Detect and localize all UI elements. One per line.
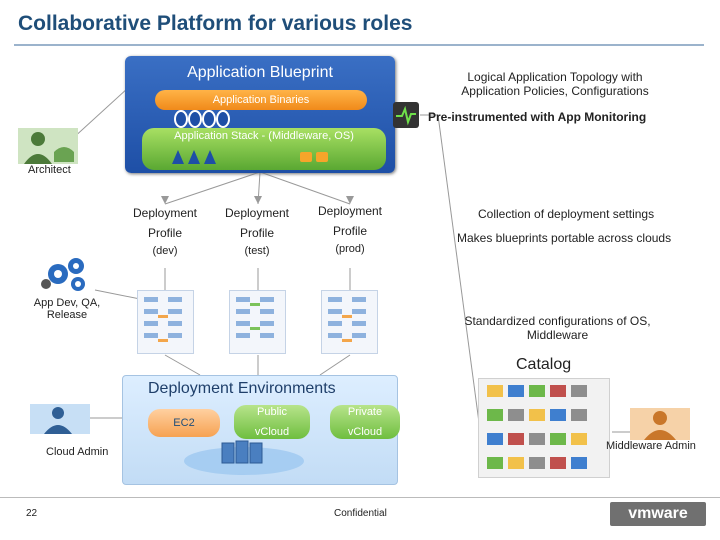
blueprint-title: Application Blueprint bbox=[187, 64, 333, 81]
portable-note: Makes blueprints portable across clouds bbox=[457, 231, 672, 245]
cloud-admin-avatar-icon bbox=[30, 404, 90, 434]
monitoring-icon bbox=[393, 102, 419, 128]
profile-test-line2: Profile bbox=[239, 226, 274, 240]
application-binaries-bar: Application Binaries bbox=[155, 90, 367, 110]
profile-test-env: (test) bbox=[244, 245, 270, 257]
profile-test-thumbnail bbox=[229, 290, 286, 354]
confidential-label: Confidential bbox=[334, 508, 387, 519]
profile-prod-line2: Profile bbox=[332, 224, 367, 238]
private-label: Private bbox=[347, 406, 383, 418]
environments-title: Deployment Environments bbox=[148, 380, 336, 397]
topology-note: Logical Application Topology with Applic… bbox=[461, 70, 649, 98]
profile-dev-thumbnail bbox=[137, 290, 194, 354]
catalog-label: Catalog bbox=[516, 356, 572, 373]
private-vcloud-label: vCloud bbox=[347, 426, 383, 438]
architect-label: Architect bbox=[28, 164, 71, 176]
appdev-label: App Dev, QA, Release bbox=[33, 297, 101, 321]
public-label: Public bbox=[257, 406, 287, 418]
standardized-note: Standardized configurations of OS, Middl… bbox=[464, 314, 651, 342]
profile-prod-thumbnail bbox=[321, 290, 378, 354]
ec2-pill: EC2 bbox=[148, 409, 220, 437]
private-vcloud-pill: Private vCloud bbox=[330, 405, 400, 439]
profile-dev-line1: Deployment bbox=[132, 206, 198, 220]
title-divider bbox=[14, 44, 704, 46]
collection-note: Collection of deployment settings bbox=[478, 207, 655, 221]
application-stack-label: Application Stack - (Middleware, OS) bbox=[174, 130, 354, 142]
public-vcloud-label: vCloud bbox=[254, 426, 290, 438]
page-number: 22 bbox=[26, 508, 38, 519]
monitoring-note: Pre-instrumented with App Monitoring bbox=[428, 110, 647, 124]
cloud-admin-label: Cloud Admin bbox=[46, 446, 109, 458]
binaries-cylinders-icon bbox=[174, 110, 230, 128]
architect-avatar-icon bbox=[18, 128, 78, 164]
profile-test-line1: Deployment bbox=[224, 206, 290, 220]
profile-prod-env: (prod) bbox=[335, 243, 365, 255]
footer-divider bbox=[0, 497, 720, 498]
cloud-datacenter-icon bbox=[184, 440, 304, 475]
catalog-icon-grid bbox=[478, 378, 610, 478]
gears-icon bbox=[41, 258, 85, 291]
middleware-admin-label: Middleware Admin bbox=[606, 440, 696, 452]
public-vcloud-pill: Public vCloud bbox=[234, 405, 310, 439]
profile-prod-line1: Deployment bbox=[317, 204, 383, 218]
stack-components-icon bbox=[172, 150, 328, 164]
middleware-admin-avatar-icon bbox=[630, 408, 690, 440]
vmware-logo: vmware bbox=[610, 502, 706, 526]
page-title: Collaborative Platform for various roles bbox=[18, 12, 413, 35]
profile-dev-env: (dev) bbox=[152, 245, 178, 257]
profile-dev-line2: Profile bbox=[147, 226, 182, 240]
